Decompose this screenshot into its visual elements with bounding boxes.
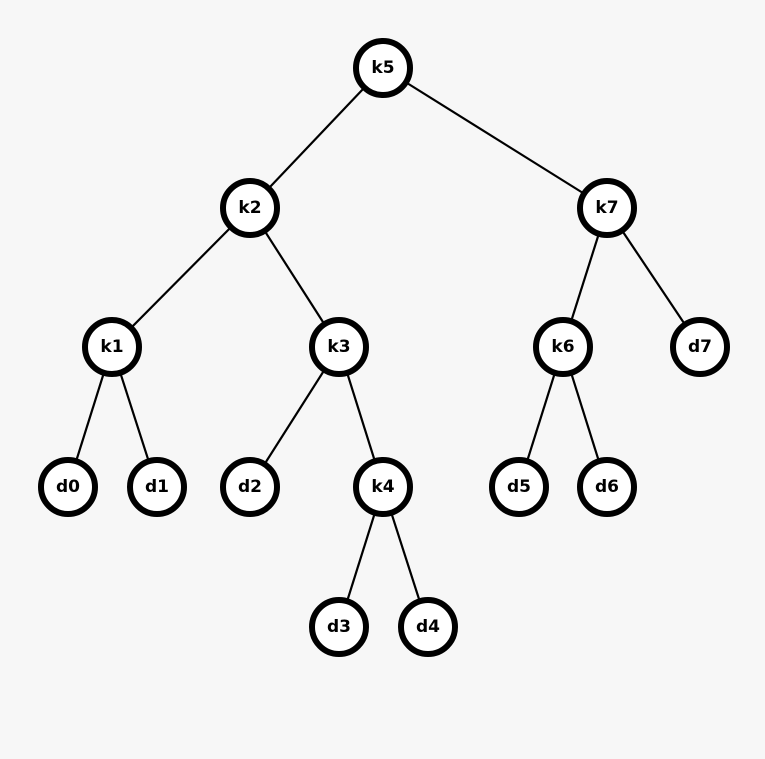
node-circle (577, 178, 637, 238)
node-label: d2 (238, 477, 262, 497)
node-circle (353, 38, 413, 98)
tree-node-d1: d1 (127, 457, 187, 517)
node-circle (309, 597, 369, 657)
node-circle (220, 178, 280, 238)
node-label: k6 (551, 337, 574, 357)
node-circle (38, 457, 98, 517)
node-label: d5 (507, 477, 531, 497)
node-circle (82, 317, 142, 377)
node-circle (398, 597, 458, 657)
node-label: d0 (56, 477, 80, 497)
node-circle (220, 457, 280, 517)
tree-node-k7: k7 (577, 178, 637, 238)
node-circle (127, 457, 187, 517)
node-label: k1 (100, 337, 123, 357)
edge-k5-k2 (249, 67, 384, 209)
tree-node-d4: d4 (398, 597, 458, 657)
node-label: k2 (238, 198, 261, 218)
tree-node-d3: d3 (309, 597, 369, 657)
node-circle (670, 317, 730, 377)
node-label: k4 (371, 477, 394, 497)
node-label: d3 (327, 617, 351, 637)
node-circle (577, 457, 637, 517)
tree-node-k1: k1 (82, 317, 142, 377)
tree-node-k4: k4 (353, 457, 413, 517)
node-label: d7 (688, 337, 712, 357)
node-circle (309, 317, 369, 377)
node-label: k3 (327, 337, 350, 357)
node-label: d1 (145, 477, 169, 497)
node-label: d4 (416, 617, 440, 637)
node-label: d6 (595, 477, 619, 497)
node-circle (533, 317, 593, 377)
node-label: k7 (595, 198, 618, 218)
tree-node-d2: d2 (220, 457, 280, 517)
tree-node-k3: k3 (309, 317, 369, 377)
edge-k5-k7 (382, 67, 608, 209)
tree-node-k2: k2 (220, 178, 280, 238)
tree-node-d6: d6 (577, 457, 637, 517)
node-circle (353, 457, 413, 517)
tree-node-k5: k5 (353, 38, 413, 98)
tree-node-d7: d7 (670, 317, 730, 377)
node-circle (489, 457, 549, 517)
edge-k2-k1 (111, 207, 251, 348)
node-label: k5 (371, 58, 394, 78)
tree-node-d5: d5 (489, 457, 549, 517)
tree-node-d0: d0 (38, 457, 98, 517)
tree-node-k6: k6 (533, 317, 593, 377)
